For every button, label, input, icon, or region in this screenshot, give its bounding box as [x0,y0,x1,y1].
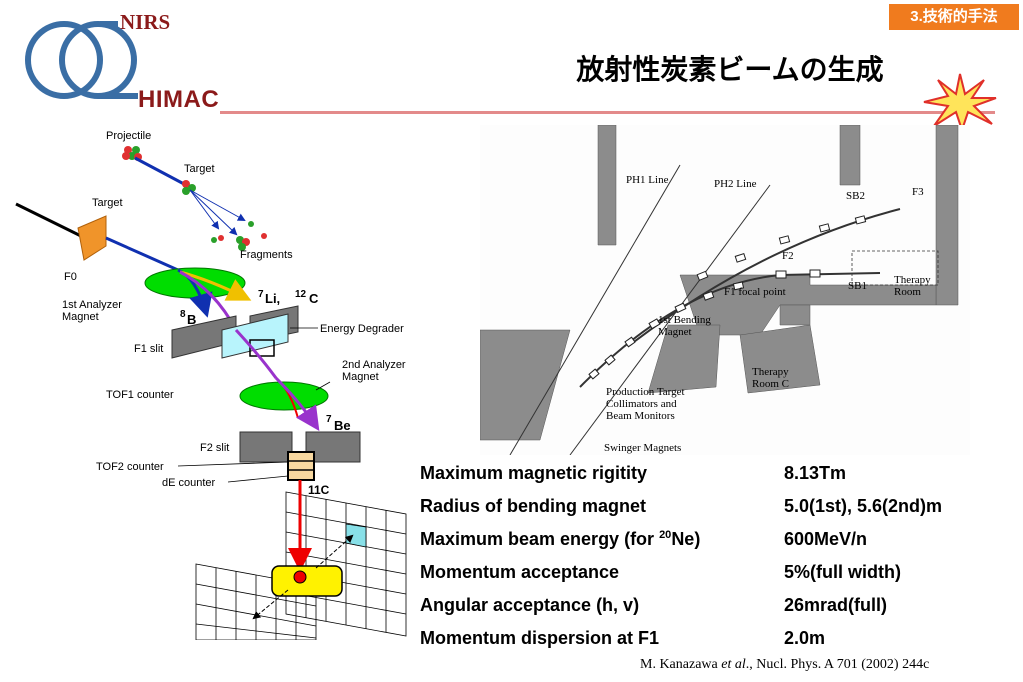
b8-mass: 8 [180,309,186,320]
beamline-layout-photo: PH1 Line PH2 Line SB2 F3 F2 SB1 Therapy … [480,125,970,455]
building-walls [480,125,959,441]
bending-label-2: Magnet [658,326,692,338]
spec-value: 26mrad(full) [784,595,888,615]
spec-name: Maximum beam energy (for 20Ne) [420,529,701,549]
starburst-icon [923,73,997,132]
spec-name: Maximum magnetic rigitity [420,463,648,483]
be7-mass: 7 [326,414,332,425]
production-target-plate [77,215,107,261]
de-counter-label: dE counter [162,477,216,489]
section-tag: 3.技術的手法 [889,4,1019,30]
therapy-room-label-2: Room [894,286,921,298]
production-label-1: Production Target [606,386,685,398]
analyzer2-label-1: 2nd Analyzer [342,359,406,371]
therapy-room-label-1: Therapy [894,274,931,286]
magnet-elements [588,215,867,380]
spec-value: 5%(full width) [784,562,901,582]
tof2-label: TOF2 counter [96,461,164,473]
ph1-line-label: PH1 Line [626,174,669,186]
nirs-logo-icon [25,21,138,99]
fragment-separator-diagram: Projectile Target Fragments Target F0 1s… [15,130,407,640]
spec-name: Momentum acceptance [420,562,620,582]
citation: M. Kanazawa et al., Nucl. Phys. A 701 (2… [640,657,930,672]
beam-spot [293,570,307,584]
spec-value: 600MeV/n [784,529,868,549]
li7-symbol: Li, [265,291,280,306]
therapy-room-c-label-1: Therapy [752,366,789,378]
f1-focal-label: F1 focal point [724,286,786,298]
be7-symbol: Be [334,418,351,433]
logo-nirs-text: NIRS [120,10,171,34]
title-underline [220,111,995,114]
f3-label: F3 [912,186,924,198]
fragments-icon [211,221,267,251]
c12-symbol: C [309,291,319,306]
spec-value: 8.13Tm [784,463,847,483]
analyzer2-label-2: Magnet [342,371,379,383]
analyzer1-label-1: 1st Analyzer [62,299,122,311]
sb1-label: SB1 [848,280,867,292]
logo-himac-text: HIMAC [138,86,220,113]
f2-slit-left [239,431,293,463]
tof1-counter-box [249,339,275,357]
page-title: 放射性炭素ビームの生成 [576,54,884,85]
hit-cell [345,523,367,548]
production-label-3: Beam Monitors [606,410,675,422]
swinger-label: Swinger Magnets [604,442,681,454]
f2-slit-label: F2 slit [200,442,229,454]
spec-value: 2.0m [784,628,826,648]
c12-mass: 12 [295,289,307,300]
b8-symbol: B [187,312,196,327]
energy-degrader-label: Energy Degrader [320,323,404,335]
analyzer1-label-2: Magnet [62,311,99,323]
f2-label: F2 [782,250,794,262]
f1-slit-label: F1 slit [134,343,163,355]
spec-name: Angular acceptance (h, v) [420,595,640,615]
target-nucleus-icon [182,180,196,195]
fragments-label: Fragments [240,249,293,261]
sb2-label: SB2 [846,190,865,202]
target-upper-label: Target [184,163,215,175]
f0-label: F0 [64,271,77,283]
ph2-line-label: PH2 Line [714,178,757,190]
production-label-2: Collimators and [606,398,677,410]
final-detector [271,565,343,597]
tof1-label: TOF1 counter [106,389,174,401]
energy-degrader [221,313,289,359]
target-left-label: Target [92,197,123,209]
li7-mass: 7 [258,289,264,300]
tof2-de-counter [287,451,315,481]
detector-grid-back [285,491,407,637]
therapy-room-box [851,250,939,286]
therapy-room-c-label-2: Room C [752,378,789,390]
bending-label-1: 1st Bending [658,314,711,326]
spec-value: 5.0(1st), 5.6(2nd)m [784,496,943,516]
spec-name: Radius of bending magnet [420,496,647,516]
analyzer-magnet-2 [239,381,329,411]
c11-label: 11C [308,483,330,497]
spec-name: Momentum dispersion at F1 [420,628,660,648]
projectile-label: Projectile [106,130,151,142]
